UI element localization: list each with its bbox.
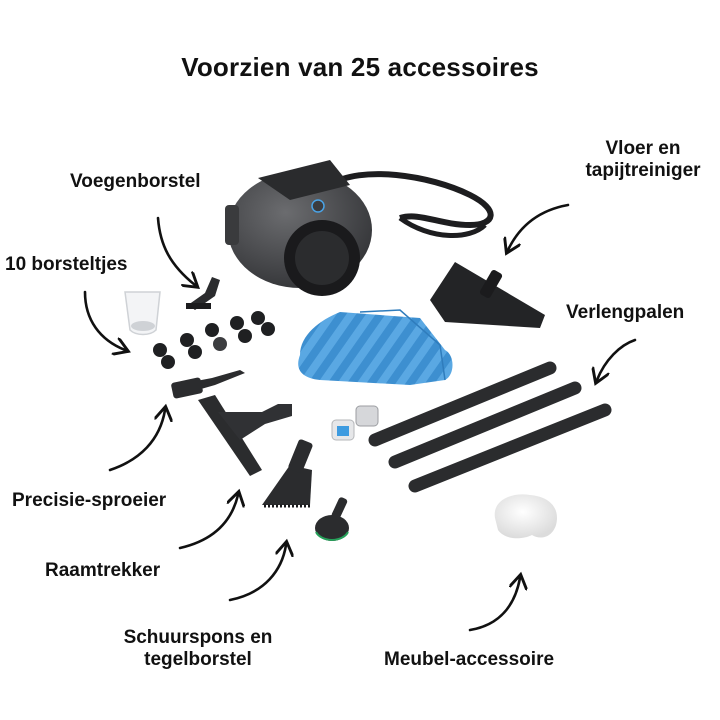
window-squeegee: [198, 395, 292, 476]
furniture-bonnet: [494, 494, 557, 539]
label-verlengpalen: Verlengpalen: [566, 302, 685, 323]
label-schuur-line2: tegelborstel: [144, 649, 252, 670]
label-vloer-en-tapijtreiniger: Vloer en tapijtreiniger: [568, 138, 718, 182]
arrow-raamtrekker: [178, 495, 238, 550]
arrow-verlengpalen: [597, 338, 637, 380]
arrow-voegenborstel: [156, 216, 195, 285]
scrub-brush: [262, 439, 313, 508]
label-raamtrekker: Raamtrekker: [45, 560, 161, 581]
measuring-cup: [124, 291, 161, 336]
page-title: Voorzien van 25 accessoires: [181, 52, 539, 82]
label-vloer-line1: Vloer en: [605, 138, 681, 159]
label-schuur-line1: Schuurspons en: [123, 627, 273, 648]
mop-pads: [298, 309, 453, 385]
callout-arrows: [83, 203, 637, 632]
label-precisie-sproeier: Precisie-sproeier: [12, 490, 167, 511]
spare-parts-boxes: [331, 405, 379, 441]
label-meubel-accessoire: Meubel-accessoire: [384, 649, 555, 670]
label-borsteltjes: 10 borsteltjes: [5, 254, 128, 275]
arrow-precisie: [108, 410, 165, 472]
arrow-schuur: [228, 545, 286, 602]
floor-carpet-head: [430, 262, 545, 328]
grout-brush: [186, 277, 220, 310]
arrow-borsteltjes: [83, 290, 125, 350]
small-brushes: [153, 311, 275, 369]
label-voegenborstel: Voegenborstel: [70, 171, 201, 192]
label-schuurspons-en-tegelborstel: Schuurspons en tegelborstel: [108, 627, 288, 671]
extension-tubes: [368, 361, 612, 493]
arrow-vloer: [508, 203, 570, 250]
label-vloer-line2: tapijtreiniger: [585, 160, 701, 181]
steam-cleaner-unit: [225, 160, 494, 296]
scouring-pad: [315, 497, 349, 541]
arrow-meubel: [468, 578, 520, 632]
precision-nozzle: [171, 370, 245, 399]
